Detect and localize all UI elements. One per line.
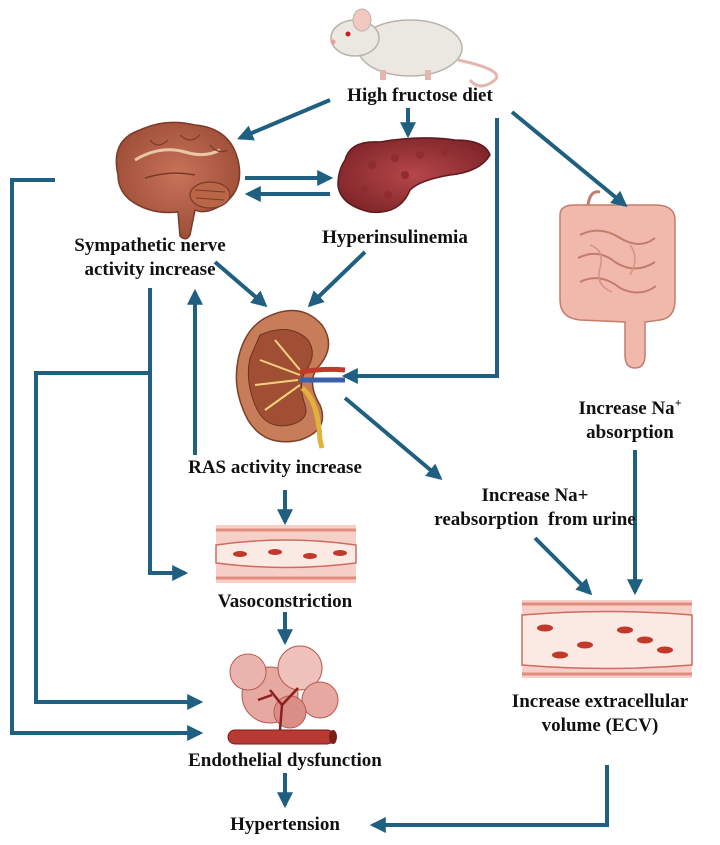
arrow-kidney-to-reabsorption [343, 396, 443, 481]
label-increase-na-absorption-line1: Increase Na+ [578, 395, 682, 419]
arrow-loop-to-endo [34, 371, 204, 710]
label-vasoconstriction: Vasoconstriction [217, 591, 353, 612]
label-hyperinsulinemia: Hyperinsulinemia [322, 227, 468, 248]
pancreas-icon [337, 137, 491, 214]
arrow-pancreas-to-kidney [307, 250, 367, 308]
arrow-brain-left-loop-to-endo [10, 178, 204, 741]
arrow-diet-to-kidney [341, 118, 499, 384]
label-increase-na-reabsorption: Increase Na+ reabsorption from urine [430, 484, 640, 532]
label-sympathetic-nerve-line2: activity increase [84, 259, 216, 280]
arrow-diet-to-intestine [510, 110, 628, 208]
kidney-icon [235, 309, 346, 449]
label-high-fructose-diet: High fructose diet [347, 85, 493, 106]
intestine-icon [559, 190, 676, 369]
label-sympathetic-nerve-line1: Sympathetic nerve [74, 235, 226, 256]
label-increase-na-absorption: Increase Na+ absorption [540, 397, 720, 445]
brain-icon [115, 121, 241, 240]
label-hypertension: Hypertension [230, 814, 340, 835]
arrow-ecv-to-htn [369, 765, 609, 833]
narrowed-vessel-icon [215, 525, 357, 583]
label-increase-na-reabsorption-line1: Increase Na+ [481, 485, 589, 506]
label-increase-na-reabsorption-line2: reabsorption from urine [434, 509, 636, 530]
label-increase-ecv-line2: volume (ECV) [541, 715, 659, 736]
arrow-brain-to-vaso [148, 288, 189, 581]
damaged-vessel-icon [227, 645, 339, 745]
label-ras-activity-increase: RAS activity increase [188, 457, 362, 478]
label-endothelial-dysfunction: Endothelial dysfunction [188, 750, 382, 771]
expanded-vessel-icon [521, 600, 693, 678]
label-increase-ecv-line1: Increase extracellular [511, 691, 689, 712]
arrow-reabsorption-to-ecv [533, 536, 593, 596]
label-increase-ecv: Increase extracellular volume (ECV) [480, 690, 720, 738]
arrow-diet-to-brain [237, 98, 331, 141]
label-sympathetic-nerve: Sympathetic nerve activity increase [40, 234, 260, 282]
arrows [10, 98, 643, 833]
arrow-brain-to-kidney [213, 260, 268, 308]
mouse-icon [330, 8, 499, 88]
label-increase-na-absorption-line2: absorption [586, 422, 674, 443]
